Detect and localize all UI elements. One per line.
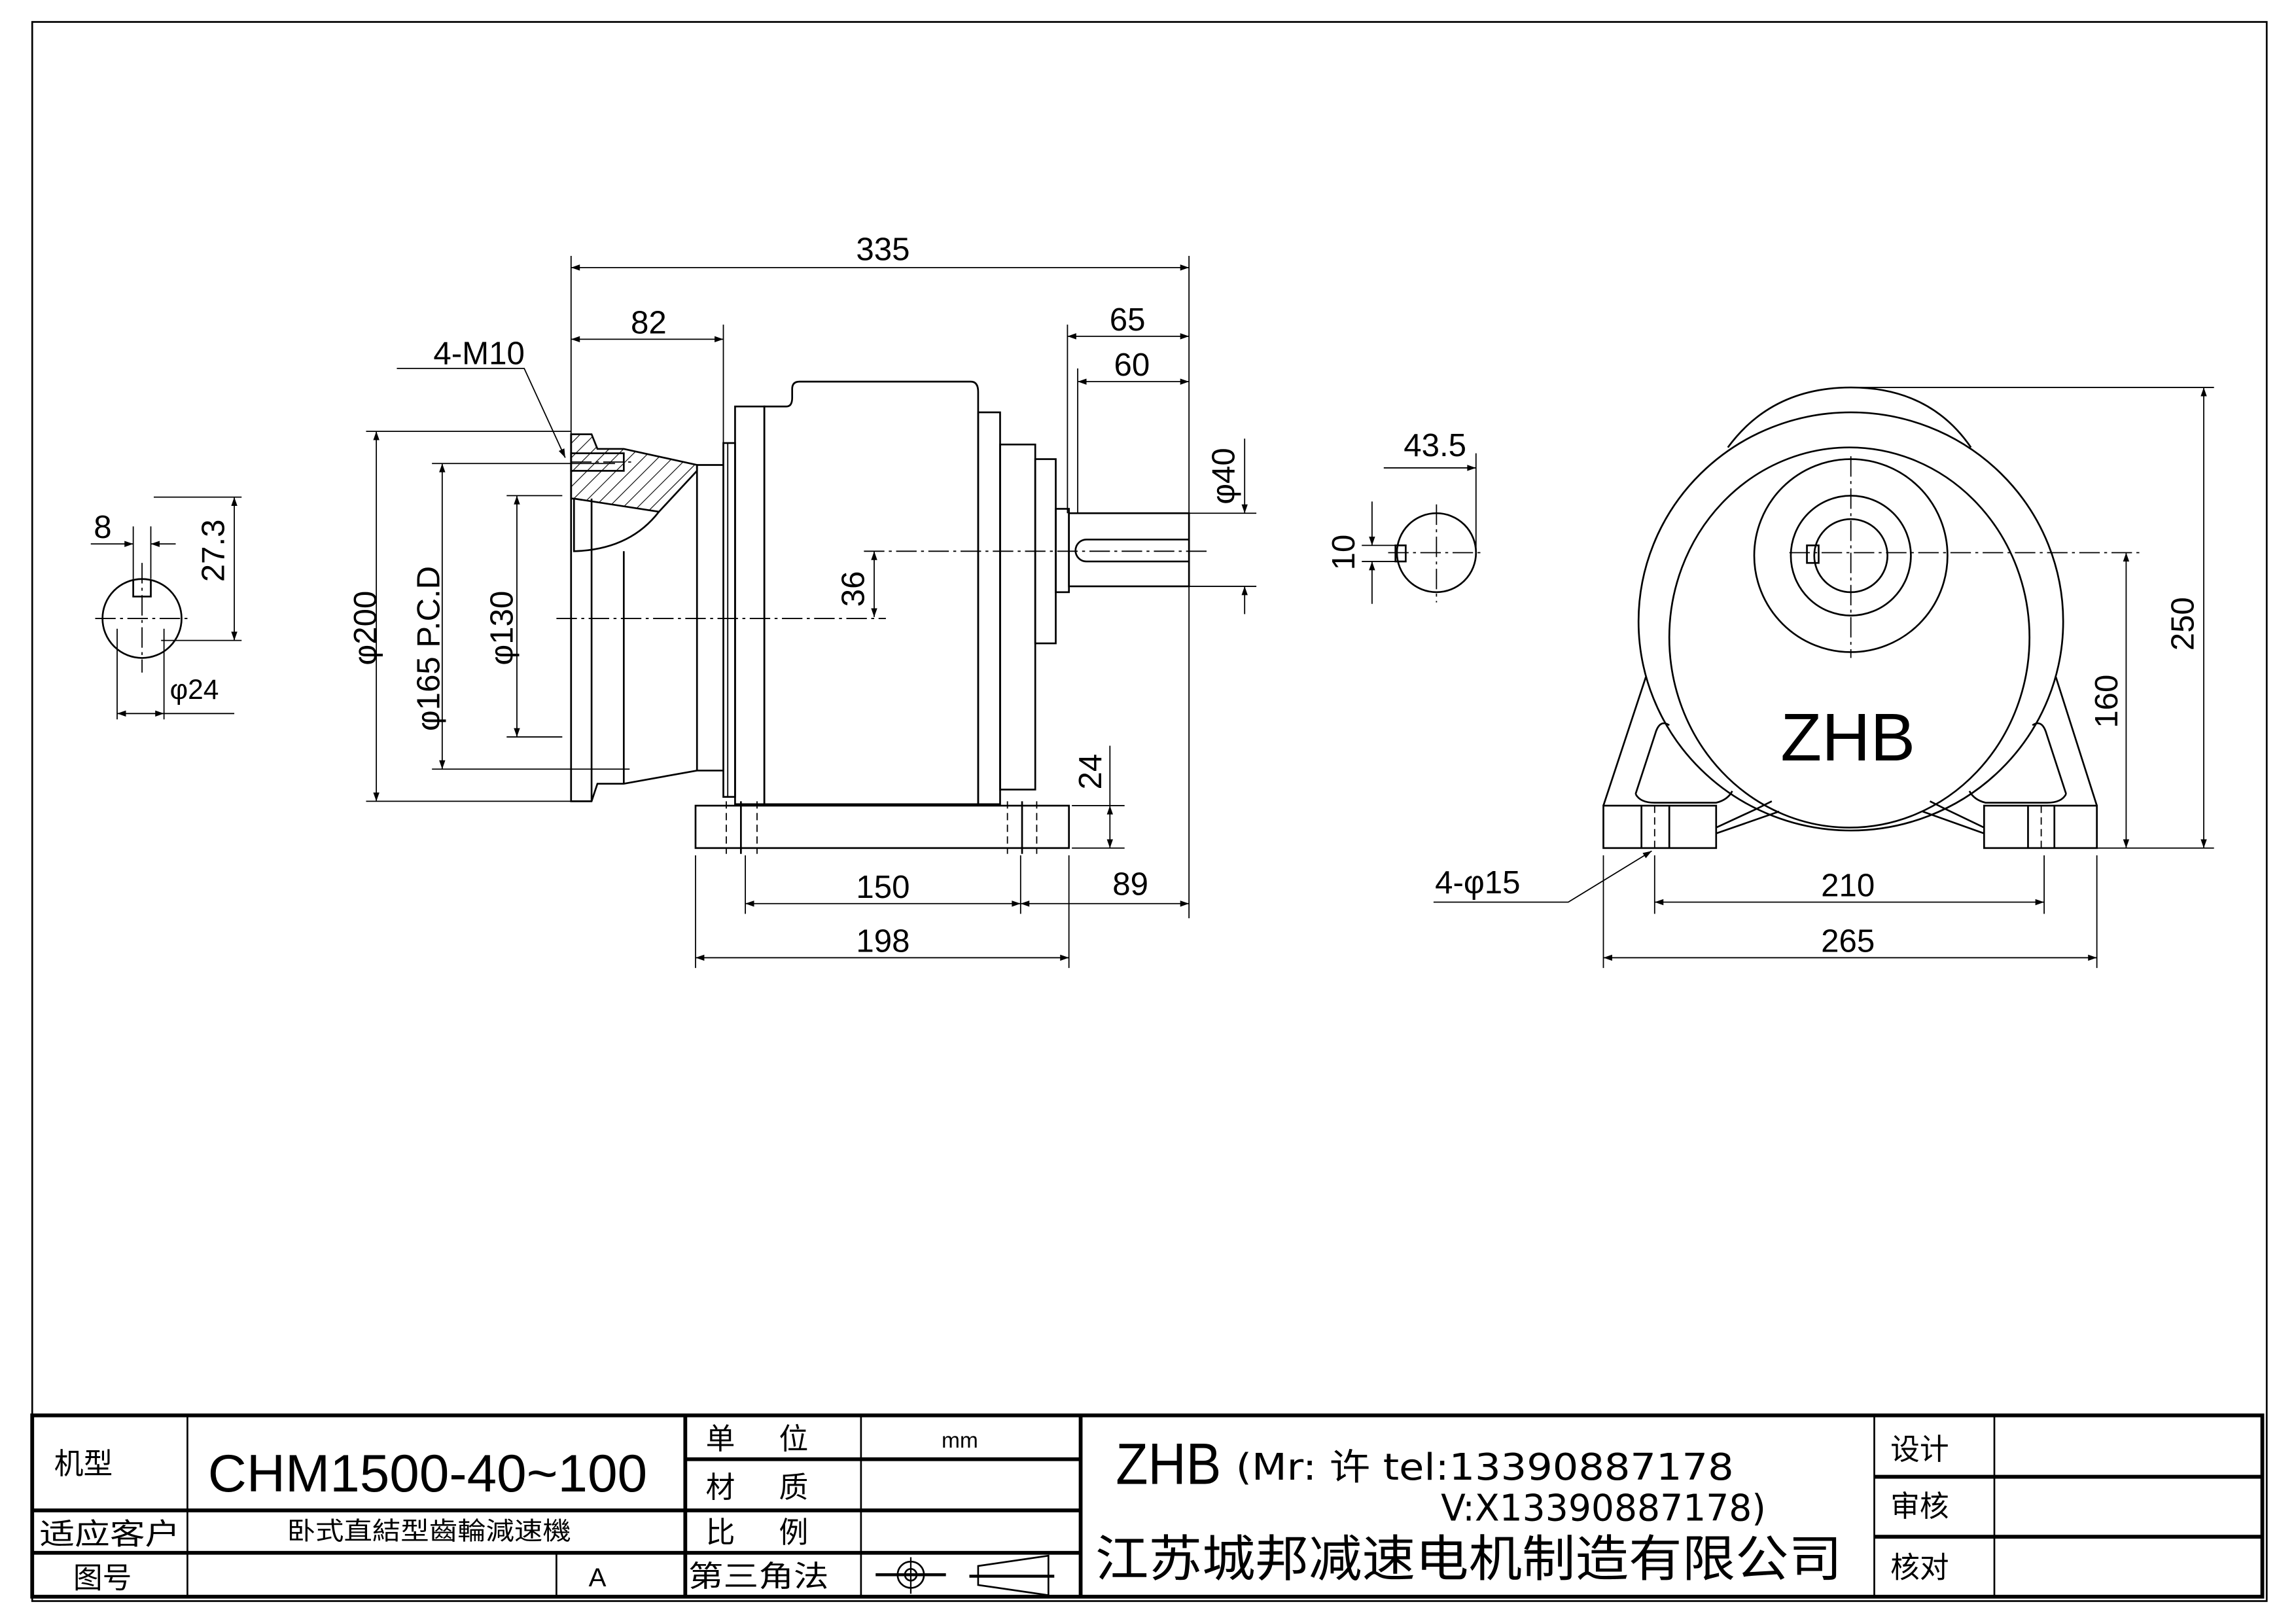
foot-hole-span-dim: 210 [1821, 868, 1875, 904]
revision-value: A [589, 1563, 607, 1592]
material-label: 材 质 [706, 1470, 809, 1505]
unit-label: 单 位 [706, 1421, 809, 1456]
check-label: 核对 [1890, 1550, 1949, 1585]
brand-name: ZHB [1116, 1431, 1221, 1497]
shaft-length-65-dim: 65 [1110, 302, 1146, 338]
pcd-dim: φ165 P.C.D [410, 566, 446, 731]
flange-length-dim: 82 [631, 304, 667, 340]
drawing-no-label: 图号 [73, 1560, 132, 1595]
center-offset-dim: 36 [835, 571, 871, 607]
front-view: ZHB 250 160 210 265 4-φ15 [1433, 386, 2214, 969]
unit-value: mm [942, 1429, 978, 1453]
product-description: 卧式直結型齒輪減速機 [287, 1517, 571, 1546]
overall-length-dim: 335 [856, 232, 910, 268]
key-width-dim: 8 [94, 509, 111, 545]
third-angle-projection-icon [875, 1554, 1055, 1597]
base-length-dim: 198 [856, 923, 910, 959]
review-label: 审核 [1890, 1489, 1949, 1524]
spigot-dia-dim: φ130 [484, 591, 520, 666]
side-view: 335 82 65 60 4-M10 φ200 φ165 P.C.D φ130 … [347, 232, 1257, 969]
foot-holes-label: 4-φ15 [1435, 865, 1520, 901]
output-key-view: 43.5 10 [1326, 427, 1485, 604]
model-label: 机型 [54, 1446, 113, 1481]
bore-dia-dim: φ24 [170, 675, 219, 705]
input-shaft-view: 8 27.3 φ24 [90, 496, 242, 720]
shaft-dia-dim: φ40 [1205, 448, 1241, 505]
base-width-dim: 265 [1821, 923, 1875, 959]
front-logo: ZHB [1780, 700, 1915, 775]
scale-label: 比 例 [706, 1515, 809, 1550]
sheet-border [31, 21, 2268, 1602]
title-block: 机型 CHM1500-40~100 适应客户 卧式直結型齒輪減速機 图号 A 单… [30, 1413, 2265, 1599]
foot-to-shaft-end-dim: 89 [1112, 866, 1148, 902]
tapped-holes-label: 4-M10 [433, 335, 525, 371]
flange-dia-dim: φ200 [347, 591, 383, 666]
base-thickness-dim: 24 [1072, 754, 1108, 790]
customer-label: 适应客户 [39, 1516, 180, 1551]
key-width-10-dim: 10 [1326, 535, 1362, 571]
model-value: CHM1500-40~100 [208, 1444, 647, 1503]
key-depth-dim: 43.5 [1404, 427, 1466, 463]
contact-line-2: V:X13390887178) [1441, 1488, 1766, 1530]
center-height-dim: 160 [2089, 675, 2125, 728]
key-height-dim: 27.3 [195, 520, 231, 582]
company-name: 江苏城邦减速电机制造有限公司 [1095, 1530, 1842, 1588]
foot-hole-pitch-dim: 150 [856, 869, 910, 905]
projection-label: 第三角法 [688, 1559, 829, 1594]
contact-line-1: (Mr: 许 tel:13390887178 [1236, 1446, 1734, 1489]
design-label: 设计 [1890, 1432, 1949, 1467]
overall-height-dim: 250 [2164, 597, 2200, 651]
shaft-length-60-dim: 60 [1114, 347, 1150, 383]
